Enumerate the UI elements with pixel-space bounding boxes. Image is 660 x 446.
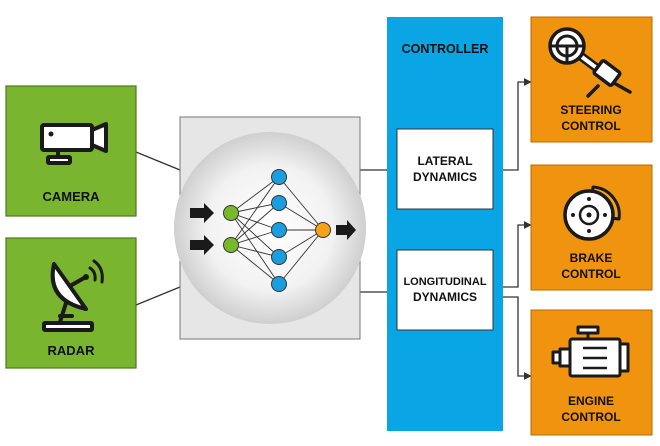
lateral-to-steering-arrow bbox=[493, 78, 532, 171]
camera-to-network-line bbox=[135, 151, 181, 171]
steering-control-line1: STEERING bbox=[560, 103, 621, 117]
hidden-node bbox=[271, 222, 287, 238]
camera-icon bbox=[40, 122, 108, 165]
engine-icon bbox=[551, 325, 630, 378]
camera-label: CAMERA bbox=[42, 189, 100, 204]
connectors bbox=[135, 78, 532, 380]
longitudinal-to-brake-arrow bbox=[493, 221, 532, 288]
controller-panel: CONTROLLER LATERAL DYNAMICS LONGITUDINAL… bbox=[387, 17, 503, 431]
engine-control-line1: ENGINE bbox=[568, 394, 614, 408]
radar-sensor-box: RADAR bbox=[5, 237, 137, 369]
brake-control-box: BRAKE CONTROL bbox=[530, 164, 653, 291]
longitudinal-to-engine-arrow bbox=[493, 296, 532, 380]
longitudinal-dynamics-line2: DYNAMICS bbox=[413, 290, 477, 304]
steering-control-box: STEERING CONTROL bbox=[530, 16, 653, 143]
input-node bbox=[223, 237, 239, 253]
lateral-dynamics-line2: DYNAMICS bbox=[413, 170, 477, 184]
radar-to-network-line bbox=[135, 286, 181, 306]
input-arrow-icon bbox=[190, 235, 214, 255]
brake-disc-icon bbox=[563, 185, 621, 241]
hidden-node bbox=[271, 169, 287, 185]
network-edges bbox=[230, 176, 324, 285]
radar-dish-icon bbox=[42, 259, 104, 332]
longitudinal-dynamics-box: LONGITUDINAL DYNAMICS bbox=[396, 249, 494, 331]
hidden-node bbox=[271, 249, 287, 265]
longitudinal-dynamics-line1: LONGITUDINAL bbox=[403, 276, 486, 288]
output-node bbox=[315, 222, 331, 238]
lateral-dynamics-box: LATERAL DYNAMICS bbox=[396, 128, 494, 210]
steering-wheel-icon bbox=[548, 27, 632, 98]
brake-control-line1: BRAKE bbox=[570, 251, 613, 265]
neural-network-box bbox=[174, 116, 366, 340]
neural-network-icon bbox=[190, 169, 356, 292]
steering-control-line2: CONTROL bbox=[561, 119, 620, 133]
camera-sensor-box: CAMERA bbox=[5, 85, 137, 217]
output-arrow-icon bbox=[336, 220, 356, 240]
input-arrow-icon bbox=[190, 203, 214, 223]
hidden-node bbox=[271, 195, 287, 211]
input-node bbox=[223, 205, 239, 221]
controller-title: CONTROLLER bbox=[402, 42, 489, 56]
lateral-dynamics-line1: LATERAL bbox=[417, 154, 472, 168]
engine-control-line2: CONTROL bbox=[561, 410, 620, 424]
radar-label: RADAR bbox=[48, 343, 96, 358]
hidden-node bbox=[271, 276, 287, 292]
engine-control-box: ENGINE CONTROL bbox=[530, 309, 653, 436]
brake-control-line2: CONTROL bbox=[561, 267, 620, 281]
